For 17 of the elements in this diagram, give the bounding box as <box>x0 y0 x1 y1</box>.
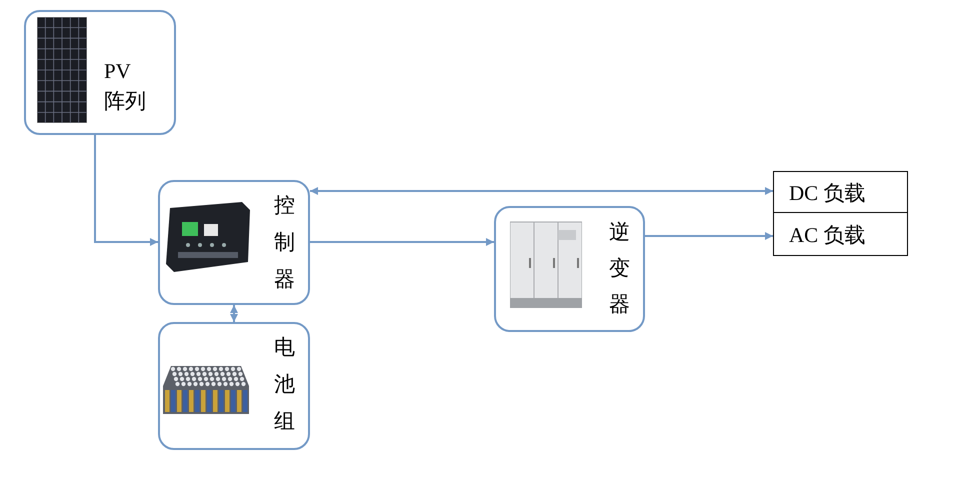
arrow <box>94 135 158 246</box>
rounded-box <box>24 10 176 135</box>
arrow <box>645 232 773 240</box>
box-label: AC 负载 <box>789 222 866 248</box>
box-label: DC 负载 <box>789 180 866 206</box>
load-box <box>773 212 908 256</box>
rounded-box <box>158 180 310 305</box>
rounded-box <box>158 322 310 450</box>
load-box <box>773 171 908 214</box>
rounded-box <box>494 206 645 332</box>
arrow <box>230 305 238 322</box>
box-label: 控制器 <box>274 192 296 293</box>
arrow <box>310 238 494 246</box>
box-label: PV 阵列 <box>104 58 147 115</box>
box-label: 电池组 <box>274 334 296 435</box>
box-label: 逆变器 <box>609 219 631 318</box>
arrow <box>310 187 773 195</box>
